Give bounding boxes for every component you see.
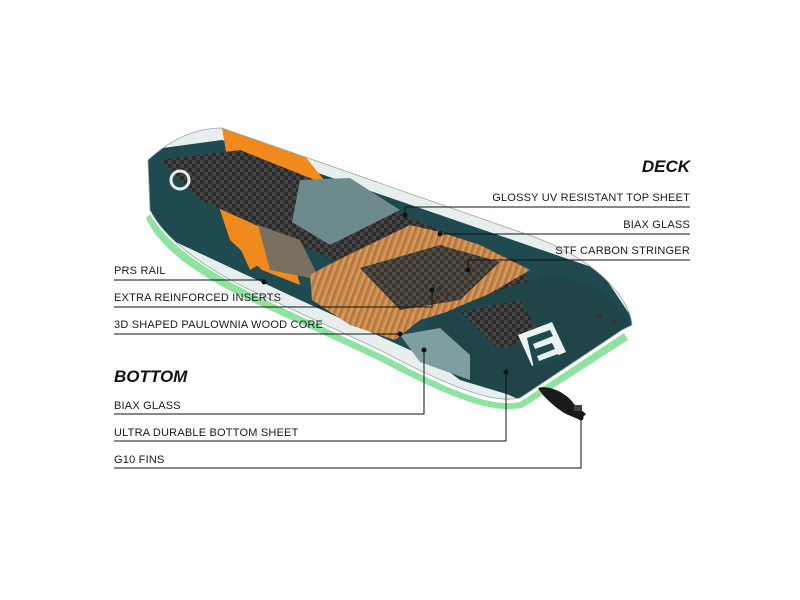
svg-text:3D SHAPED PAULOWNIA WOOD CORE: 3D SHAPED PAULOWNIA WOOD CORE [114,319,323,331]
carbon-exposed-layer [360,245,500,310]
insert-bolts [244,191,617,325]
board-outline [147,127,633,400]
kiteboard-illustration [146,127,633,420]
callout-g10-fins: G10 FINS [114,415,584,469]
photo-panel-rail [258,225,320,280]
fin-screw [574,405,582,411]
callout-wood-core: 3D SHAPED PAULOWNIA WOOD CORE [114,319,403,337]
deck-header: DECK [642,157,692,176]
photo-panel-deck [292,178,400,245]
svg-text:BIAX GLASS: BIAX GLASS [114,400,181,412]
svg-text:ULTRA DURABLE BOTTOM SHEET: ULTRA DURABLE BOTTOM SHEET [114,427,299,439]
svg-text:PRS RAIL: PRS RAIL [114,265,166,277]
callout-glossy-top-sheet: GLOSSY UV RESISTANT TOP SHEET [402,192,690,218]
g10-fin [538,387,586,420]
callout-biax-glass-bottom: BIAX GLASS [114,347,427,415]
callout-bottom-sheet: ULTRA DURABLE BOTTOM SHEET [114,369,509,442]
bottom-header: BOTTOM [114,367,188,386]
svg-text:GLOSSY UV RESISTANT TOP SHEET: GLOSSY UV RESISTANT TOP SHEET [492,192,690,204]
bottom-photo-strip [400,328,470,380]
svg-text:STF CARBON STRINGER: STF CARBON STRINGER [555,245,690,257]
callout-reinforced-inserts: EXTRA REINFORCED INSERTS [114,287,435,308]
nose-logo [169,169,191,191]
svg-text:EXTRA REINFORCED INSERTS: EXTRA REINFORCED INSERTS [114,292,281,304]
svg-text:G10 FINS: G10 FINS [114,454,165,466]
bottom-logo-block [518,322,566,366]
callout-biax-glass-deck: BIAX GLASS [437,219,690,237]
callout-prs-rail: PRS RAIL [114,265,267,285]
bottom-logo-mark [527,330,560,368]
svg-text:BIAX GLASS: BIAX GLASS [623,219,690,231]
callout-carbon-stringer: STF CARBON STRINGER [465,245,690,273]
